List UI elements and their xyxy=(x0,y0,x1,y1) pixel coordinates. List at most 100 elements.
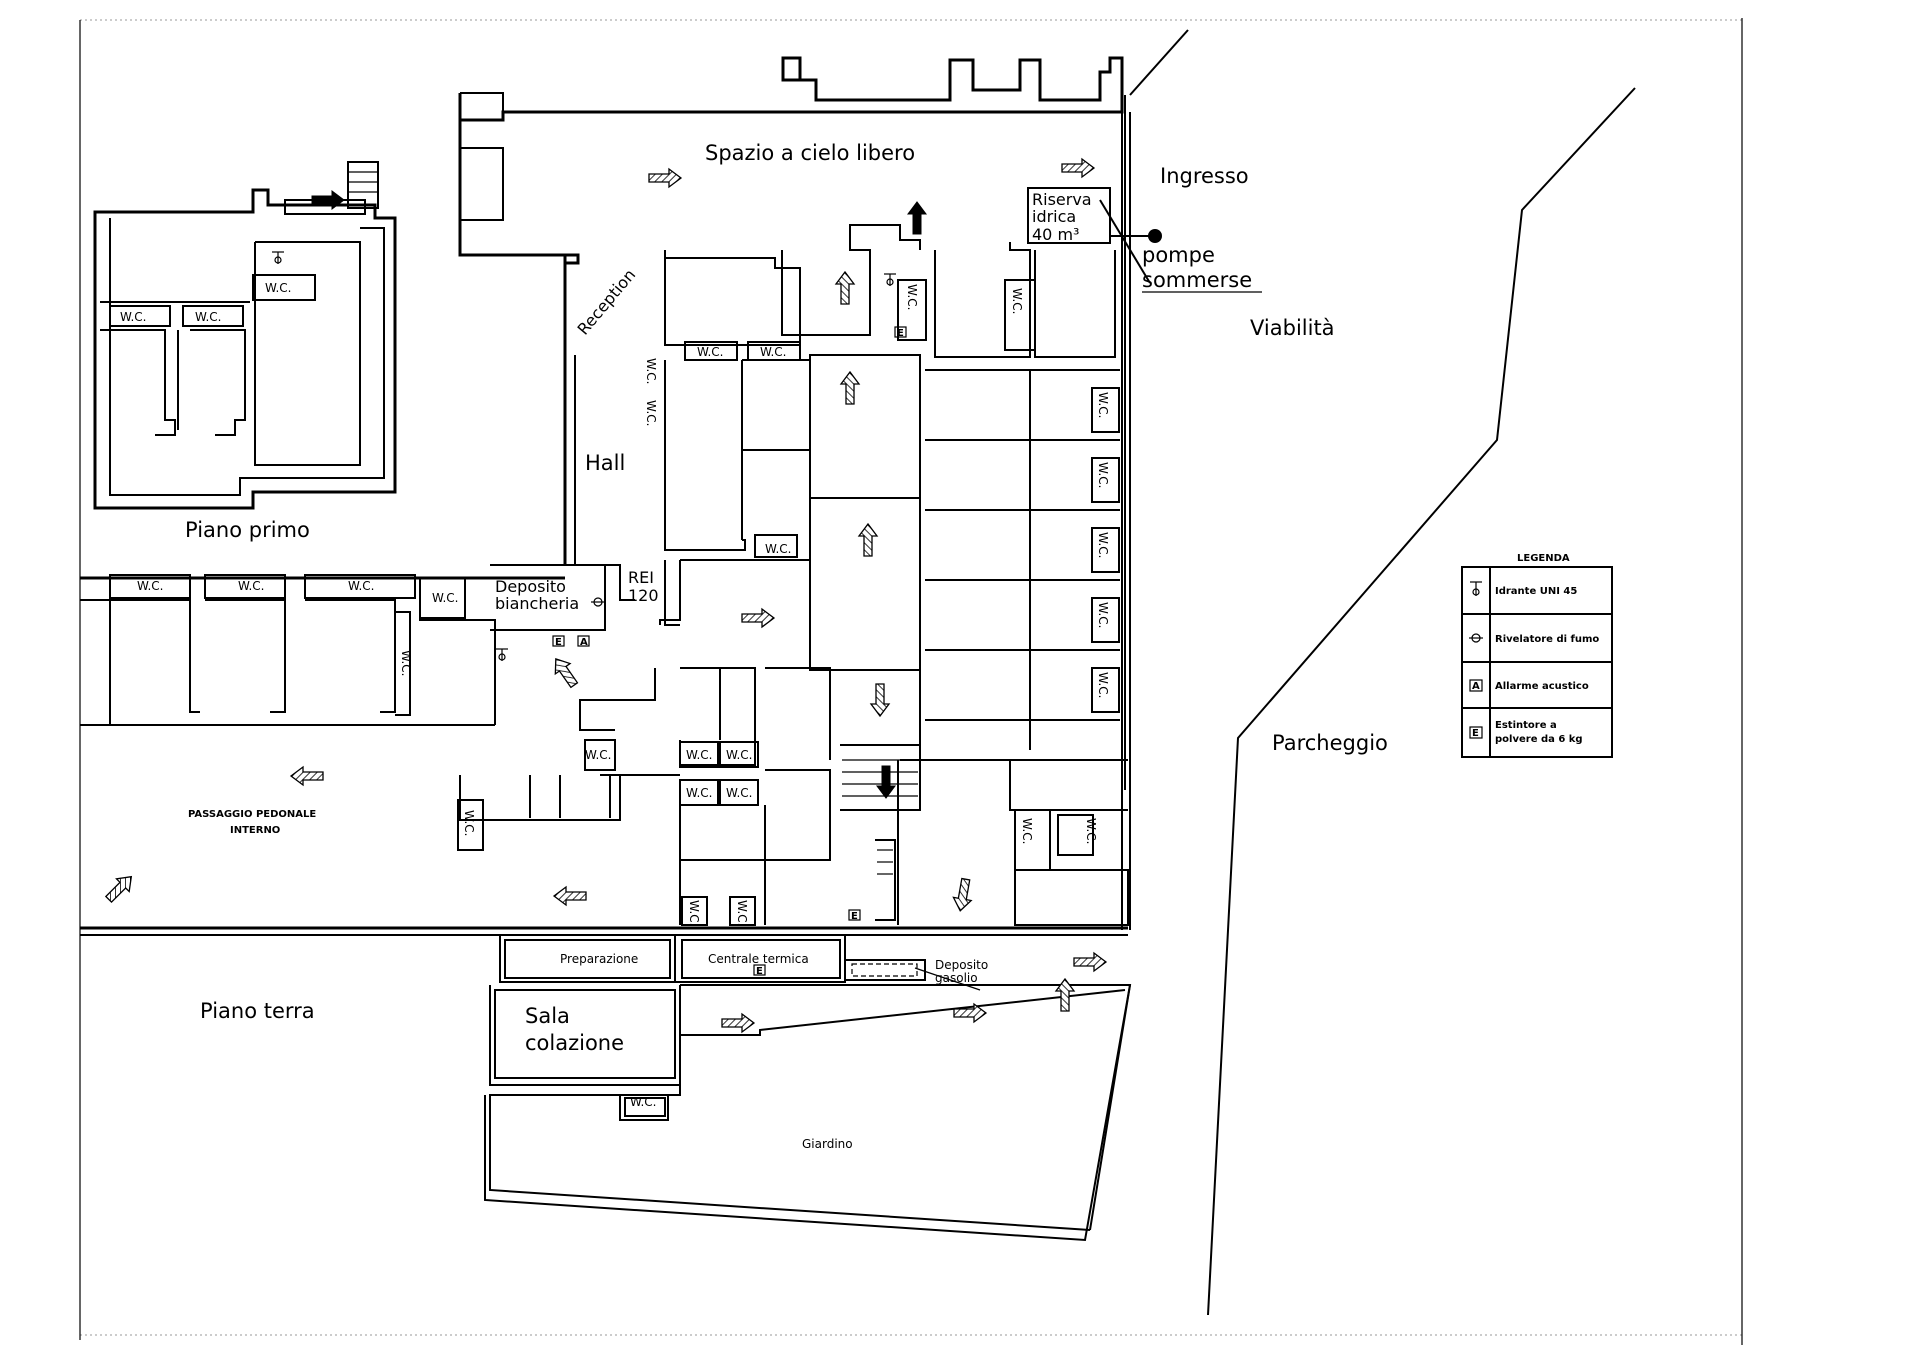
stair-arrow-icon xyxy=(876,765,896,799)
label-passaggio-1: PASSAGGIO PEDONALE xyxy=(188,809,316,820)
legend-item-alarm: Allarme acustico xyxy=(1495,681,1589,692)
legend-title: LEGENDA xyxy=(1517,553,1570,564)
legend-item-extinguisher-2: polvere da 6 kg xyxy=(1495,734,1583,745)
legend-item-smoke: Rivelatore di fumo xyxy=(1495,634,1599,645)
legend-smoke-detector-icon xyxy=(1469,633,1483,643)
wc-label: W.C. xyxy=(1096,672,1110,699)
street-lines xyxy=(1124,29,1636,1316)
label-gasolio-2: gasolio xyxy=(935,971,978,985)
label-riserva-1: Riserva xyxy=(1032,190,1092,209)
escape-arrow-icon xyxy=(721,1013,755,1033)
label-pompe-2: sommerse xyxy=(1142,268,1252,292)
legend: LEGENDA Idrante UNI 45 Rivelatore di fum… xyxy=(1461,553,1613,758)
extinguisher-marker: E xyxy=(897,328,904,339)
extinguisher-icon xyxy=(848,909,861,921)
wc-label: W.C. xyxy=(735,900,749,927)
hydrant-icon xyxy=(884,273,896,286)
extinguisher-icon xyxy=(753,964,766,976)
south-service-block xyxy=(484,935,1132,1242)
label-riserva-2: idrica xyxy=(1032,207,1076,226)
label-spazio: Spazio a cielo libero xyxy=(705,141,915,165)
escape-arrow-icon xyxy=(547,653,583,691)
label-sala-1: Sala xyxy=(525,1004,570,1028)
stair-and-services xyxy=(80,744,1129,936)
escape-arrow-icon xyxy=(835,271,855,305)
left-lower-wing xyxy=(80,564,606,726)
escape-arrow-icon xyxy=(648,168,682,188)
smoke-detector-icon xyxy=(591,597,605,607)
hydrant-icon xyxy=(272,251,284,264)
wc-label: W.C. xyxy=(686,786,713,800)
legend-alarm-symbol: A xyxy=(1472,681,1480,692)
label-centrale: Centrale termica xyxy=(708,952,809,966)
pump-icon xyxy=(1148,229,1162,243)
label-hall: Hall xyxy=(585,451,625,475)
wc-label: W.C. xyxy=(697,345,724,359)
extinguisher-marker: E xyxy=(756,966,763,977)
escape-arrow-icon xyxy=(1073,952,1107,972)
wc-label: W.C. xyxy=(686,748,713,762)
wc-label: W.C. xyxy=(1096,392,1110,419)
ground-floor-plan xyxy=(80,56,1132,1242)
extinguisher-marker: E xyxy=(851,911,858,922)
wc-label: W.C. xyxy=(1096,462,1110,489)
wc-label: W.C. xyxy=(765,542,792,556)
wc-label: W.C. xyxy=(1096,602,1110,629)
label-viabilita: Viabilità xyxy=(1250,316,1335,340)
label-piano-terra: Piano terra xyxy=(200,999,315,1023)
wc-label: W.C. xyxy=(432,591,459,605)
wc-label: W.C. xyxy=(195,310,222,324)
label-rei-1: REI xyxy=(628,568,654,587)
label-riserva-3: 40 m³ xyxy=(1032,225,1079,244)
label-preparazione: Preparazione xyxy=(560,952,638,966)
wc-label: W.C. xyxy=(137,579,164,593)
extinguisher-icon xyxy=(552,635,565,647)
wc-label: W.C. xyxy=(265,281,292,295)
wc-label: W.C. xyxy=(348,579,375,593)
label-sala-2: colazione xyxy=(525,1031,624,1055)
legend-hydrant-icon xyxy=(1470,581,1482,596)
extinguisher-marker: E xyxy=(555,637,562,648)
wc-label: W.C. xyxy=(644,358,658,385)
wc-label: W.C. xyxy=(1084,818,1098,845)
label-gasolio-1: Deposito xyxy=(935,958,988,972)
label-reception: Reception xyxy=(574,265,640,338)
wc-label: W.C. xyxy=(1010,288,1024,315)
escape-arrow-icon xyxy=(840,371,860,405)
wc-label: W.C. xyxy=(238,579,265,593)
escape-arrow-icon xyxy=(950,877,976,913)
label-ingresso: Ingresso xyxy=(1160,164,1249,188)
label-piano-primo: Piano primo xyxy=(185,518,310,542)
label-parcheggio: Parcheggio xyxy=(1272,731,1388,755)
wc-label: W.C. xyxy=(1020,818,1034,845)
wc-label: W.C. xyxy=(760,345,787,359)
legend-extinguisher-symbol: E xyxy=(1472,728,1479,739)
area-labels: Spazio a cielo libero Ingresso Riserva i… xyxy=(185,141,1388,1151)
hydrant-icon xyxy=(496,648,508,661)
extinguisher-icon xyxy=(894,326,907,338)
label-deposito-1: Deposito xyxy=(495,577,566,596)
stair-arrow-icon xyxy=(907,201,927,235)
escape-arrow-icon xyxy=(553,886,587,906)
wc-label: W.C. xyxy=(687,900,701,927)
wc-label: W.C. xyxy=(905,284,919,311)
wc-label: W.C. xyxy=(644,400,658,427)
fire-safety-markers: E A E E E xyxy=(272,251,907,977)
left-middle-rooms xyxy=(457,667,831,926)
legend-item-extinguisher-1: Estintore a xyxy=(1495,720,1557,731)
wc-label: W.C. xyxy=(1096,532,1110,559)
first-floor-plan xyxy=(93,161,397,510)
wc-label: W.C. xyxy=(399,650,413,677)
escape-arrow-icon xyxy=(1061,158,1095,178)
alarm-marker: A xyxy=(580,637,588,648)
label-rei-2: 120 xyxy=(628,586,659,605)
label-deposito-2: biancheria xyxy=(495,594,579,613)
legend-alarm-icon xyxy=(1469,679,1483,692)
escape-arrow-icon xyxy=(858,523,878,557)
right-wing-rooms xyxy=(897,242,1120,750)
wc-label: W.C. xyxy=(462,810,476,837)
legend-extinguisher-icon xyxy=(1469,726,1483,739)
escape-arrow-icon xyxy=(741,608,775,628)
escape-arrow-icon xyxy=(101,869,139,907)
